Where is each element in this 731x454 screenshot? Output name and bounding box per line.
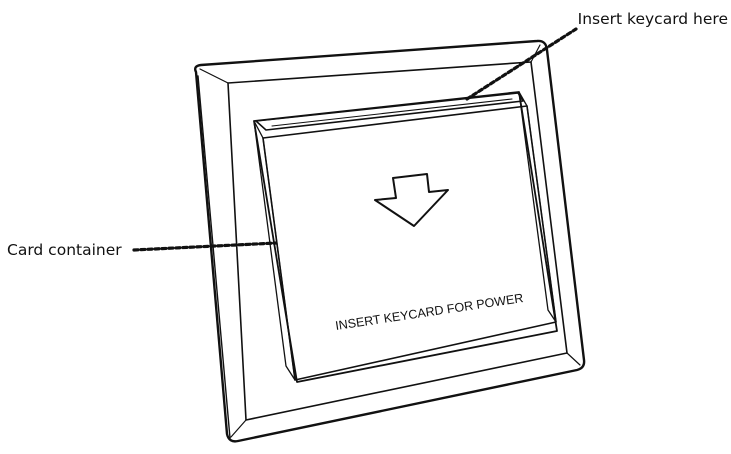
card-holder-right-side: [518, 91, 557, 323]
bevel-corner-br: [566, 352, 581, 366]
card-container-outline: [253, 91, 558, 383]
callout-insert-keycard: Insert keycard here: [577, 10, 728, 28]
card-holder-left-side: [253, 120, 296, 381]
wall-plate-outline: [193, 39, 586, 443]
keycard-slot-inner: [271, 98, 513, 127]
callout-line-container: [132, 241, 278, 252]
bevel-corner-tr: [530, 44, 541, 63]
keycard-slot: [255, 92, 524, 131]
callout-card-container: Card container: [7, 241, 122, 259]
down-arrow-icon: [374, 173, 449, 227]
panel-text: INSERT KEYCARD FOR POWER: [334, 291, 524, 333]
bevel-corner-tl: [199, 68, 229, 84]
callout-line-insert: [465, 27, 578, 101]
wall-plate-left-edge: [197, 75, 231, 439]
bevel-corner-bl: [230, 419, 247, 438]
